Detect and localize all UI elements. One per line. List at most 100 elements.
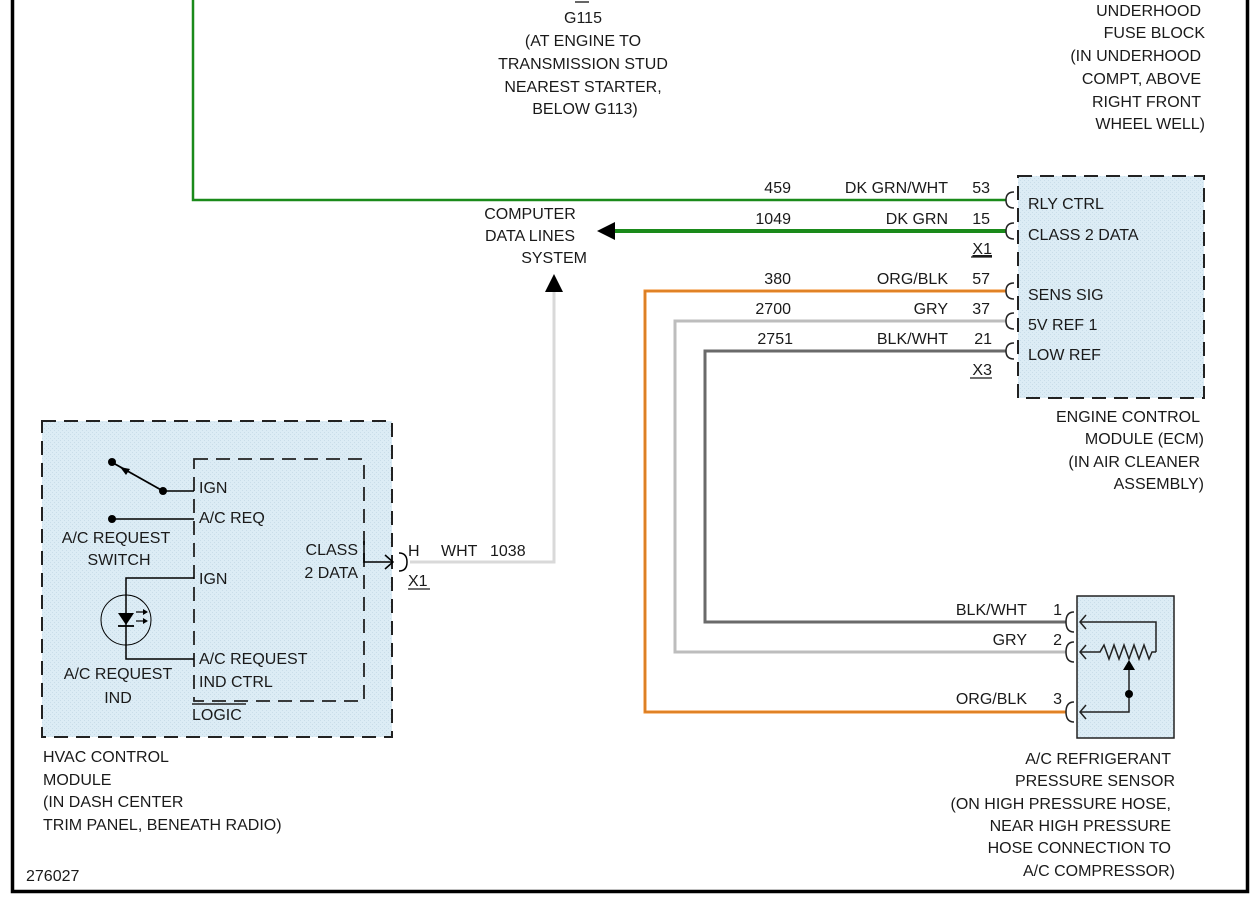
wire-color: DK GRN <box>886 211 948 228</box>
led-diode-icon <box>118 613 134 625</box>
connector-x1: X1 <box>972 241 992 258</box>
ecm-wire-labels: 459 DK GRN/WHT 53 1049 DK GRN 15 X1 380 … <box>755 180 992 379</box>
pin-number: 57 <box>972 271 990 288</box>
indicator-label: A/C REQUEST <box>64 666 173 683</box>
circuit-number: 380 <box>764 271 791 288</box>
pin-label-ign: IGN <box>199 571 227 588</box>
switch-arrow-icon <box>120 467 130 475</box>
ecm-box <box>1017 175 1205 399</box>
terminal-icon <box>1005 222 1015 240</box>
wire-color: ORG/BLK <box>877 271 948 288</box>
junction-dot-icon <box>1125 690 1133 698</box>
led-circle-icon <box>100 594 152 646</box>
data-lines-text: DATA LINES <box>485 228 575 245</box>
terminal-icon <box>1005 342 1015 360</box>
sensor-location: HOSE CONNECTION TO <box>988 840 1171 857</box>
ground-location-line: TRANSMISSION STUD <box>498 56 668 73</box>
pin-label-ac-req: A/C REQ <box>199 510 265 527</box>
hvac-location: TRIM PANEL, BENEATH RADIO) <box>43 817 282 834</box>
ground-location-line: NEAREST STARTER, <box>504 79 661 96</box>
data-lines-text: COMPUTER <box>484 206 576 223</box>
circuit-number: 1038 <box>490 543 526 560</box>
ecm-pin-function: CLASS 2 DATA <box>1028 227 1139 244</box>
sensor-name: A/C REFRIGERANT <box>1025 751 1171 768</box>
hvac-module: LOGIC IGN A/C REQ A/C REQUEST SWITCH IGN… <box>41 420 408 738</box>
arrow-up-icon <box>545 274 563 292</box>
pin-number: 3 <box>1053 691 1062 708</box>
pin-label-class2: CLASS <box>306 542 358 559</box>
pin-number: 15 <box>972 211 990 228</box>
ecm-name: MODULE (ECM) <box>1085 431 1204 448</box>
fuse-block-location: RIGHT FRONT <box>1092 94 1201 111</box>
frame-border <box>10 0 1250 894</box>
ground-location-line: BELOW G113) <box>532 101 638 118</box>
hvac-box <box>41 420 393 738</box>
sensor-label: A/C REFRIGERANT PRESSURE SENSOR (ON HIGH… <box>951 751 1175 880</box>
ecm-name: ENGINE CONTROL <box>1056 409 1200 426</box>
wiper-arrow-icon <box>1123 660 1135 670</box>
sensor-location: A/C COMPRESSOR) <box>1023 863 1175 880</box>
data-lines-text: SYSTEM <box>521 250 587 267</box>
wire-380-core <box>644 290 1066 713</box>
pin-label-class2: 2 DATA <box>304 565 358 582</box>
pin-label-ind-ctrl: IND CTRL <box>199 674 273 691</box>
pin-number: 37 <box>972 301 990 318</box>
hvac-pin-h: H <box>408 543 420 560</box>
ecm-location: (IN AIR CLEANER <box>1068 454 1200 471</box>
ground-g115: G115 (AT ENGINE TO TRANSMISSION STUD NEA… <box>498 1 668 118</box>
ground-name: G115 <box>564 10 602 27</box>
class2-output-wire <box>363 541 392 563</box>
fuse-block-name: FUSE BLOCK <box>1104 25 1206 42</box>
output-arrow-icon <box>384 554 395 570</box>
ecm-pin-function: 5V REF 1 <box>1028 317 1097 334</box>
terminal-icon <box>398 552 408 572</box>
pin-number: 53 <box>972 180 990 197</box>
wire-color: ORG/BLK <box>956 691 1027 708</box>
sensor-internal-wire <box>1080 621 1157 652</box>
wire-color: GRY <box>914 301 949 318</box>
pin-label-ind-ctrl: A/C REQUEST <box>199 651 308 668</box>
led-ray-arrow-icon <box>143 618 148 624</box>
wire-color: WHT <box>441 543 478 560</box>
ground-location-line: (AT ENGINE TO <box>525 33 641 50</box>
hvac-label: HVAC CONTROL MODULE (IN DASH CENTER TRIM… <box>43 749 282 834</box>
pin-arrow-icon <box>1079 644 1087 660</box>
wire-color: GRY <box>993 632 1028 649</box>
diagram-id: 276027 <box>26 868 79 885</box>
fuse-block-location: WHEEL WELL) <box>1095 116 1205 133</box>
sensor-name: PRESSURE SENSOR <box>1015 773 1175 790</box>
wire-color: BLK/WHT <box>877 331 948 348</box>
terminal-icon <box>1005 282 1015 300</box>
arrow-left-icon <box>597 222 615 240</box>
switch-contact-icon <box>108 458 116 466</box>
hvac-location: (IN DASH CENTER <box>43 794 183 811</box>
wire-2751 <box>703 349 1066 624</box>
ecm-location: ASSEMBLY) <box>1114 476 1204 493</box>
sensor-location: NEAR HIGH PRESSURE <box>990 818 1171 835</box>
terminal-icon <box>1065 641 1075 663</box>
pin-number: 2 <box>1053 632 1062 649</box>
ecm-label: ENGINE CONTROL MODULE (ECM) (IN AIR CLEA… <box>1056 409 1204 493</box>
ecm-pin-function: RLY CTRL <box>1028 196 1104 213</box>
wiper-wire <box>1080 670 1130 713</box>
wire-459 <box>191 0 1006 202</box>
circuit-number: 2700 <box>755 301 791 318</box>
wire-color: BLK/WHT <box>956 602 1027 619</box>
fuse-block-location: (IN UNDERHOOD <box>1070 48 1201 65</box>
circuit-number: 2751 <box>757 331 793 348</box>
wire-1038 <box>410 292 556 564</box>
circuit-number: 1049 <box>755 211 791 228</box>
led-ray-arrow-icon <box>143 609 148 615</box>
hvac-name: MODULE <box>43 772 111 789</box>
terminal-icon <box>1065 701 1075 723</box>
fuse-block-location: COMPT, ABOVE <box>1082 71 1201 88</box>
fuse-block-name: UNDERHOOD <box>1096 3 1201 20</box>
wire-2700 <box>673 319 1066 654</box>
terminal-icon <box>1005 312 1015 330</box>
pin-number: 21 <box>974 331 992 348</box>
switch-label: A/C REQUEST <box>62 530 171 547</box>
pin-arrow-icon <box>1079 704 1087 720</box>
logic-box <box>193 458 365 702</box>
indicator-label: IND <box>104 690 132 707</box>
